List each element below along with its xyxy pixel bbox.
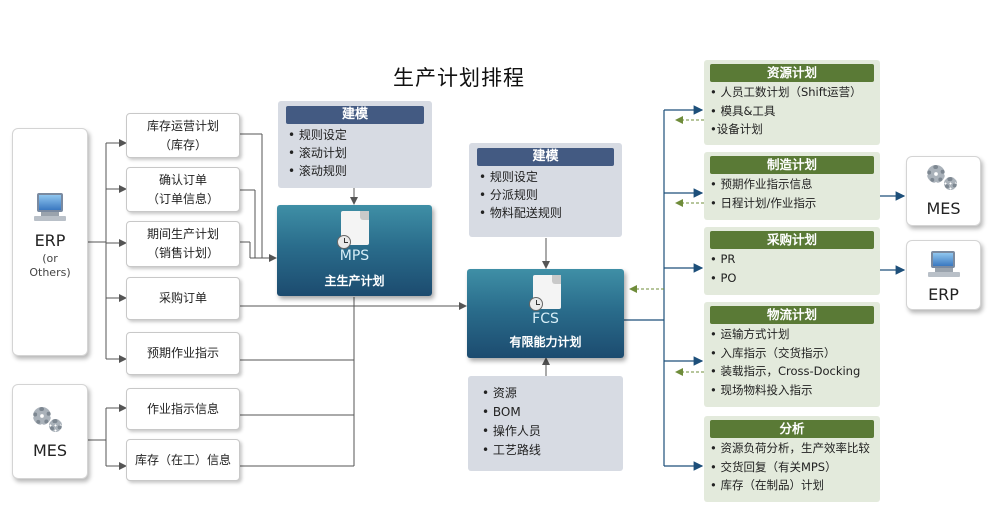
output-item: • 日程计划/作业指示 [710, 195, 817, 210]
fcs-modeling-item: • 规则设定 [479, 170, 538, 184]
input-label: 采购订单 [158, 291, 207, 305]
clock-icon [529, 297, 543, 311]
mps-engine-box: MPS 主生产计划 [277, 205, 432, 296]
erp-source-box: ERP (or Others) [12, 128, 88, 356]
output-item: • 入库指示（交货指示） [710, 345, 836, 360]
resource-item: • 操作人员 [482, 424, 541, 438]
output-item: • 人员工数计划（Shift运营） [710, 85, 862, 99]
input-sublabel: （库存） [158, 137, 207, 152]
input-label: 作业指示信息 [146, 401, 219, 416]
output-resource-plan: 资源计划 • 人员工数计划（Shift运营） • 模具&工具 •设备计划 [704, 60, 880, 145]
fcs-modeling-box: 建模 • 规则设定 • 分派规则 • 物料配送规则 [469, 143, 622, 237]
fcs-modeling-header: 建模 [477, 148, 614, 166]
output-item: • 装载指示，Cross-Docking [710, 364, 861, 378]
mps-modeling-box: 建模 • 规则设定 • 滚动计划 • 滚动规则 [278, 101, 432, 188]
input-label: 库存（在工）信息 [134, 452, 231, 467]
gear-icon [927, 165, 945, 183]
fcs-name: 有限能力计划 [509, 335, 582, 349]
fcs-engine-box: FCS 有限能力计划 [467, 269, 624, 358]
fcs-code: FCS [532, 311, 559, 327]
resource-item: • BOM [482, 405, 521, 419]
output-purchase-plan: 采购计划 • PR • PO [704, 227, 880, 295]
input-work-instruction-info: 作业指示信息 [126, 388, 240, 430]
output-header: 制造计划 [710, 156, 874, 174]
resources-box: • 资源 • BOM • 操作人员 • 工艺路线 [468, 376, 623, 471]
input-label: 确认订单 [158, 172, 207, 187]
erp-source-sub2: Others) [29, 266, 71, 279]
output-item: • PO [710, 270, 737, 285]
mps-modeling-header: 建模 [286, 106, 424, 124]
mps-code: MPS [339, 248, 370, 264]
output-manufacturing-plan: 制造计划 • 预期作业指示信息 • 日程计划/作业指示 [704, 152, 880, 220]
input-confirmed-orders: 确认订单 （订单信息） [126, 167, 240, 212]
output-item: • 资源负荷分析，生产效率比较 [710, 441, 870, 455]
output-item: • 库存（在制品）计划 [710, 478, 824, 492]
output-header: 资源计划 [710, 64, 874, 82]
gear-icon [49, 419, 62, 432]
output-item: • 模具&工具 [710, 103, 776, 118]
input-period-production-plan: 期间生产计划 （销售计划） [126, 221, 240, 267]
input-sublabel: （订单信息） [146, 191, 219, 206]
page-title: 生产计划排程 [393, 66, 525, 90]
gear-icon [944, 177, 957, 190]
mps-modeling-item: • 滚动计划 [288, 146, 347, 160]
output-analysis: 分析 • 资源负荷分析，生产效率比较 • 交货回复（有关MPS） • 库存（在制… [704, 416, 880, 502]
mps-modeling-item: • 规则设定 [288, 128, 347, 142]
fcs-modeling-item: • 分派规则 [479, 188, 538, 202]
mps-name: 主生产计划 [324, 274, 385, 288]
mes-target-label: MES [926, 199, 961, 218]
input-label: 库存运营计划 [146, 118, 219, 133]
output-item: •设备计划 [710, 122, 763, 136]
resource-item: • 资源 [482, 386, 517, 400]
erp-source-label: ERP [34, 231, 66, 250]
gear-icon [33, 407, 51, 425]
output-item: • PR [710, 252, 736, 266]
mes-source-label: MES [32, 441, 68, 460]
clock-icon [337, 235, 351, 249]
output-logistics-plan: 物流计划 • 运输方式计划 • 入库指示（交货指示） • 装载指示，Cross-… [704, 302, 880, 407]
output-item: • 交货回复（有关MPS） [710, 459, 837, 474]
output-header: 采购计划 [710, 231, 874, 249]
output-item: • 预期作业指示信息 [710, 177, 813, 191]
erp-source-sub1: (or [42, 252, 58, 265]
input-wip-inventory-info: 库存（在工）信息 [126, 439, 240, 481]
output-header: 物流计划 [710, 306, 874, 324]
mes-source-box: MES [12, 384, 88, 479]
input-label: 期间生产计划 [146, 227, 219, 241]
erp-target-box: ERP [906, 240, 981, 310]
input-inventory-plan: 库存运营计划 （库存） [126, 113, 240, 158]
output-item: • 现场物料投入指示 [710, 382, 813, 397]
input-label: 预期作业指示 [146, 346, 219, 360]
mes-target-box: MES [906, 156, 981, 226]
fcs-modeling-item: • 物料配送规则 [479, 206, 562, 220]
erp-target-label: ERP [928, 285, 959, 304]
resource-item: • 工艺路线 [482, 443, 541, 457]
input-sublabel: （销售计划） [146, 246, 219, 260]
input-purchase-orders: 采购订单 [126, 277, 240, 320]
output-item: • 运输方式计划 [710, 327, 790, 341]
output-header: 分析 [710, 420, 874, 438]
mps-modeling-item: • 滚动规则 [288, 164, 347, 178]
input-expected-work-instructions: 预期作业指示 [126, 332, 240, 375]
